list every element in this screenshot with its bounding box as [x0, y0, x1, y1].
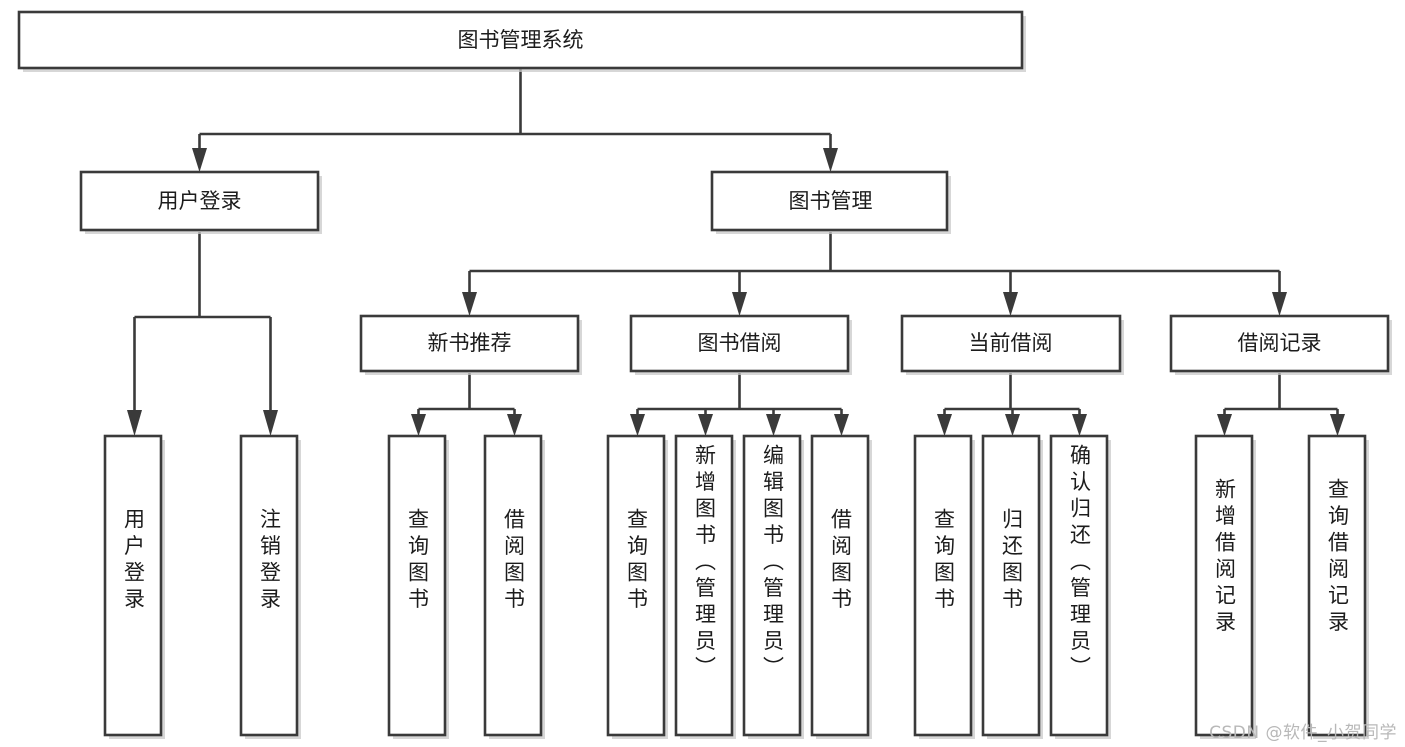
new-book-recommend-node-box[interactable]: [359, 314, 580, 373]
borrow-record-node-box[interactable]: [1169, 314, 1390, 373]
arrow-to-book-borrow: [732, 292, 747, 316]
arrow-borrow-record-leaf-2: [1330, 414, 1345, 436]
connector-layer: [127, 68, 1345, 436]
leaf-box-logout[interactable]: [239, 434, 299, 737]
root-node-label: 图书管理系统: [458, 28, 584, 52]
watermark-text: CSDN @软件_小贺同学: [1209, 723, 1397, 743]
leaf-box-return-book[interactable]: [981, 434, 1041, 737]
arrow-book-borrow-leaf-2: [698, 414, 713, 436]
leaf-box-query-book-nbr[interactable]: [387, 434, 447, 737]
arrow-to-borrow-record: [1272, 292, 1287, 316]
arrow-current-borrow-leaf-2: [1005, 414, 1020, 436]
arrow-new-book-leaf-2: [507, 414, 522, 436]
user-login-node-box[interactable]: [79, 170, 320, 232]
arrow-current-borrow-leaf-3: [1072, 414, 1087, 436]
book-borrow-node-box[interactable]: [629, 314, 850, 373]
leaf-box-add-book-admin[interactable]: [674, 434, 734, 737]
arrow-book-borrow-leaf-4: [834, 414, 849, 436]
arrow-new-book-leaf-1: [411, 414, 426, 436]
leaf-box-query-book-bb[interactable]: [606, 434, 666, 737]
leaf-box-confirm-return-admin[interactable]: [1049, 434, 1109, 737]
arrow-user-login-leaf-2: [263, 410, 278, 436]
node-layer: 图书管理系统 用户登录 图书管理 新书推荐 图书借阅 当前借阅 借阅记录: [17, 10, 1392, 739]
arrow-current-borrow-leaf-1: [937, 414, 952, 436]
arrow-borrow-record-leaf-1: [1217, 414, 1232, 436]
book-manage-node-box[interactable]: [710, 170, 949, 232]
leaf-box-query-book-cb[interactable]: [913, 434, 973, 737]
current-borrow-node-label: 当前借阅: [969, 331, 1053, 355]
arrow-to-current-borrow: [1003, 292, 1018, 316]
arrow-user-login-leaf-1: [127, 410, 142, 436]
leaf-box-user-login[interactable]: [103, 434, 163, 737]
arrow-book-borrow-leaf-3: [766, 414, 781, 436]
user-login-node-label: 用户登录: [158, 189, 242, 213]
leaf-box-edit-book-admin[interactable]: [742, 434, 802, 737]
new-book-recommend-node-label: 新书推荐: [428, 331, 512, 355]
current-borrow-node-box[interactable]: [900, 314, 1122, 373]
root-node-box[interactable]: [17, 10, 1024, 70]
arrow-book-borrow-leaf-1: [630, 414, 645, 436]
book-manage-node-label: 图书管理: [789, 189, 873, 213]
leaf-box-query-borrow-record[interactable]: [1307, 434, 1367, 737]
leaf-box-add-borrow-record[interactable]: [1194, 434, 1254, 737]
arrow-to-book-manage: [823, 148, 838, 172]
borrow-record-node-label: 借阅记录: [1238, 331, 1322, 355]
book-borrow-node-label: 图书借阅: [698, 331, 782, 355]
arrow-to-new-book-recommend: [462, 292, 477, 316]
leaf-box-borrow-book-nbr[interactable]: [483, 434, 543, 737]
leaf-box-borrow-book-bb[interactable]: [810, 434, 870, 737]
arrow-to-user-login: [192, 148, 207, 172]
